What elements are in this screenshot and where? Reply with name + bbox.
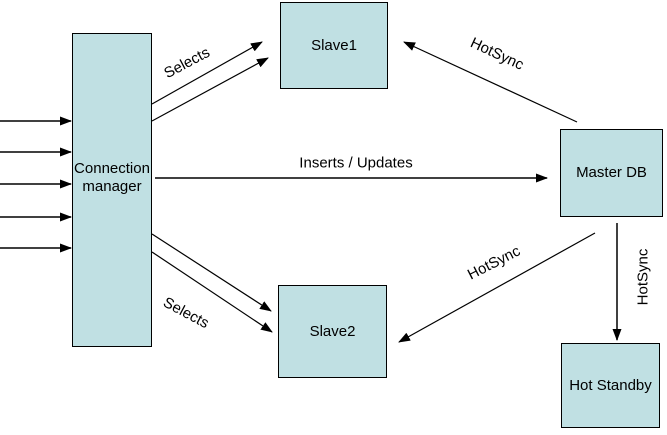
selects-arrow-slave1-a — [151, 41, 263, 105]
hotsync-arrow-slave2 — [398, 232, 596, 343]
hotsync-arrow-slave1 — [403, 41, 578, 123]
selects-arrow-slave2-a — [151, 233, 272, 312]
node-slave1: Slave1 — [280, 2, 388, 89]
connection-manager-label: Connection manager — [74, 160, 150, 195]
selects-arrow-slave1-b — [151, 57, 269, 122]
edge-label-inserts-updates: Inserts / Updates — [299, 154, 413, 172]
hot-standby-label: Hot Standby — [569, 376, 652, 394]
master-db-label: Master DB — [576, 164, 647, 181]
node-connection-manager: Connection manager — [72, 33, 152, 347]
selects-arrow-slave2-b — [151, 251, 273, 333]
slave1-label: Slave1 — [311, 36, 357, 54]
edge-label-hotsync-standby: HotSync — [634, 248, 652, 306]
slave2-label: Slave2 — [309, 322, 356, 340]
node-hot-standby: Hot Standby — [561, 343, 660, 428]
node-master-db: Master DB — [560, 129, 663, 217]
node-slave2: Slave2 — [278, 285, 387, 378]
